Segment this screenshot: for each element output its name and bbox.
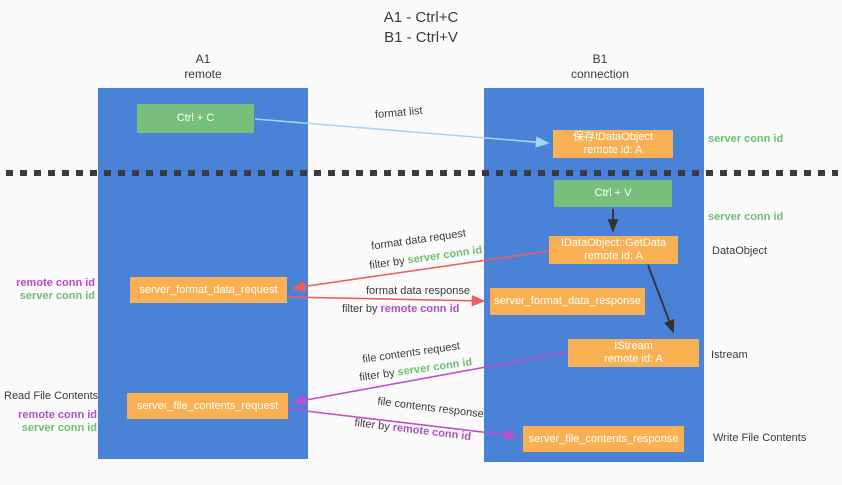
ctrl-v-label: Ctrl + V [594, 187, 632, 199]
server-format-data-request-box: server_format_data_request [130, 277, 287, 303]
dataobject-label: DataObject [712, 245, 768, 257]
right-column-subtitle: connection [570, 67, 630, 81]
server-format-data-response-label: server_format_data_response [494, 295, 641, 307]
istream-line2: remote id: A [604, 353, 663, 365]
left-column-subtitle: remote [184, 67, 222, 81]
left-file-contents-group: Read File Contents remote conn id server… [4, 390, 99, 435]
server-conn-id-label: server conn id [19, 290, 95, 302]
file-contents-response-label: file contents response [376, 395, 485, 421]
server-conn-id-label-top: server conn id [708, 133, 784, 145]
title-line-b1: B1 - Ctrl+V [384, 29, 458, 46]
server-file-contents-response-box: server_file_contents_response [523, 426, 684, 452]
filter-by-text: filter by [368, 254, 409, 272]
remote-conn-id-text: remote conn id [391, 421, 472, 444]
server-conn-id-label: server conn id [21, 422, 97, 434]
ctrl-v-box: Ctrl + V [554, 180, 672, 207]
filter-by-text: filter by [342, 303, 381, 315]
ctrl-c-label: Ctrl + C [176, 112, 215, 124]
right-column-header: B1 connection [530, 52, 670, 82]
server-conn-id-label-mid: server conn id [708, 211, 784, 223]
save-dataobject-line2: remote id: A [583, 144, 643, 156]
remote-conn-id-label: remote conn id [18, 409, 97, 421]
filter-by-text: filter by [353, 416, 394, 434]
filter-by-text: filter by [358, 366, 399, 384]
server-file-contents-request-box: server_file_contents_request [127, 393, 288, 419]
getdata-line1: IDataObject::GetData [560, 237, 667, 249]
server-format-data-response-box: server_format_data_response [490, 288, 645, 315]
format-data-response-filter-label: filter by remote conn id [342, 303, 459, 316]
ctrl-c-box: Ctrl + C [137, 104, 254, 133]
server-file-contents-response-label: server_file_contents_response [528, 432, 679, 445]
istream-box: IStream remote id: A [568, 339, 699, 367]
remote-conn-id-text: remote conn id [380, 303, 460, 315]
istream-side-label: Istream [711, 349, 748, 361]
left-column-name: A1 [195, 52, 211, 66]
server-file-contents-request-label: server_file_contents_request [136, 399, 279, 412]
machine-boundary-dotted-line [6, 170, 838, 176]
file-contents-response-filter-label: filter by remote conn id [354, 417, 472, 444]
getdata-line2: remote id: A [584, 250, 643, 262]
remote-conn-id-label: remote conn id [16, 277, 95, 289]
write-file-contents-label: Write File Contents [713, 432, 807, 444]
title-line-a1: A1 - Ctrl+C [383, 9, 459, 26]
server-format-data-request-label: server_format_data_request [139, 283, 278, 296]
server-conn-id-text: server conn id [406, 244, 483, 267]
left-conn-id-group-top: remote conn id server conn id [8, 277, 95, 303]
getdata-box: IDataObject::GetData remote id: A [549, 236, 678, 264]
istream-line1: IStream [614, 340, 653, 352]
format-data-response-label: format data response [366, 285, 470, 297]
read-file-contents-label: Read File Contents [4, 390, 99, 402]
diagram-title: A1 - Ctrl+C B1 - Ctrl+V [0, 8, 842, 48]
left-column-header: A1 remote [133, 52, 273, 82]
right-column-name: B1 [592, 52, 608, 66]
format-list-label: format list [374, 104, 424, 122]
save-dataobject-box: 保存IDataObject remote id: A [553, 130, 673, 158]
save-dataobject-line1: 保存IDataObject [572, 131, 654, 143]
